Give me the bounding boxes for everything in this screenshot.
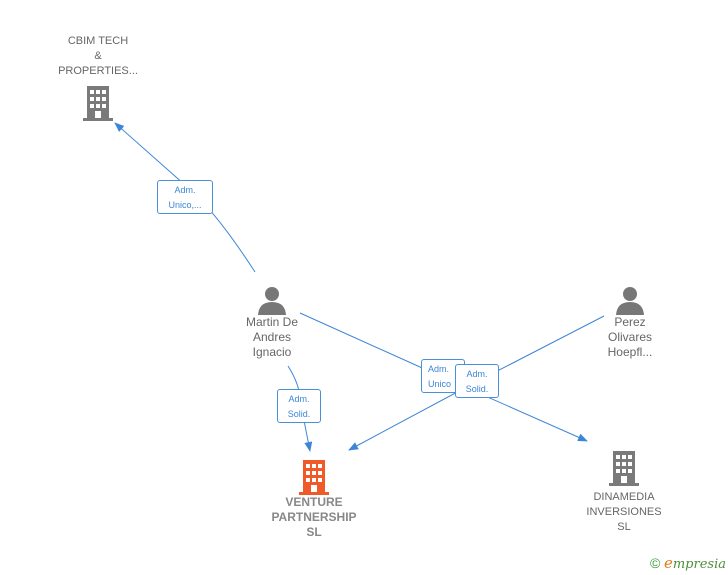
person-icon (616, 287, 644, 315)
edge-label-martin-venture[interactable]: Adm. Solid. (277, 389, 321, 423)
edge-label-perez-venture[interactable]: Adm. Solid. (455, 364, 499, 398)
copyright-icon: © (650, 555, 661, 571)
building-icon (299, 460, 329, 495)
edge-label-line-2: Solid. (287, 409, 311, 419)
node-venture-label-2: PARTNERSHIP (271, 510, 357, 524)
node-venture-partnership[interactable]: VENTURE PARTNERSHIP SL (254, 459, 374, 540)
node-perez[interactable]: Perez Olivares Hoepfl... (588, 285, 672, 360)
node-cbim-label-2: & (94, 50, 102, 62)
empresia-logo: empresia (663, 554, 726, 572)
node-dinamedia[interactable]: DINAMEDIA INVERSIONES SL (568, 450, 680, 535)
edge-label-line-1: Adm. (428, 364, 450, 374)
node-cbim-label-1: CBIM TECH (67, 35, 129, 47)
node-martin[interactable]: Martin De Andres Ignacio (227, 285, 317, 360)
person-icon (258, 287, 286, 315)
edge-label-line-2: Unico (428, 379, 452, 389)
node-martin-label-1: Martin De (245, 315, 298, 329)
edge-label-line-1: Adm. (174, 185, 196, 195)
building-icon (83, 86, 113, 121)
node-dinamedia-label-1: DINAMEDIA (593, 491, 655, 503)
node-venture-label-3: SL (306, 525, 322, 539)
node-martin-label-3: Ignacio (252, 345, 292, 359)
edge-label-line-2: Solid. (465, 384, 489, 394)
edge-label-line-2: Unico,... (168, 200, 202, 210)
node-dinamedia-label-2: INVERSIONES (586, 506, 662, 518)
building-icon (609, 451, 639, 486)
logo-rest: mpresia (672, 557, 726, 572)
edge-label-line-1: Adm. (466, 369, 488, 379)
empresia-watermark: © empresia (650, 554, 726, 572)
node-perez-label-1: Perez (614, 315, 646, 329)
node-perez-label-2: Olivares (607, 330, 652, 344)
node-martin-label-2: Andres (252, 330, 292, 344)
edge-label-martin-cbim[interactable]: Adm. Unico,... (157, 180, 213, 214)
node-cbim-tech[interactable]: CBIM TECH & PROPERTIES... (38, 34, 158, 121)
node-venture-label-1: VENTURE (285, 495, 343, 509)
node-perez-label-3: Hoepfl... (607, 345, 653, 359)
node-dinamedia-label-3: SL (617, 521, 631, 533)
node-cbim-label-3: PROPERTIES... (58, 65, 138, 77)
logo-initial: e (663, 554, 673, 572)
edge-label-line-1: Adm. (288, 394, 310, 404)
